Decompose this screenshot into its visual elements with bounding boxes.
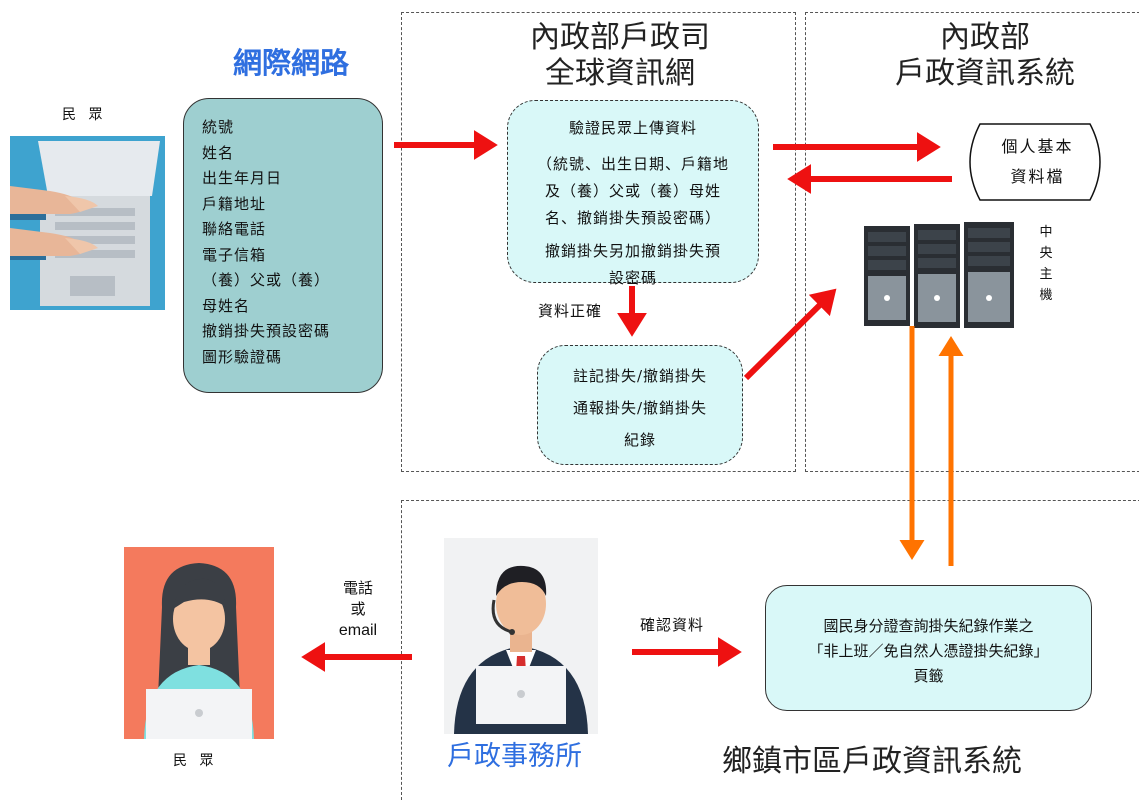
contact-or: 或 [350, 601, 366, 618]
moi-gov-title-line2: 全球資訊網 [545, 57, 695, 90]
central-host-char-3: 主 [1039, 267, 1053, 282]
field-3: 出生年月日 [202, 169, 283, 187]
laptop-typing-illustration [10, 136, 165, 310]
field-9: 撤銷掛失預設密碼 [202, 322, 331, 340]
office-title: 戶政事務所 [447, 741, 582, 771]
field-6: 電子信箱 [202, 245, 267, 264]
verify-extra-2: 設密碼 [608, 269, 657, 287]
contact-email: email [338, 622, 378, 639]
verify-detail-1: （統號、出生日期、戶籍地 [536, 155, 729, 173]
moi-system-title: 內政部 戶政資訊系統 [860, 20, 1110, 92]
central-host-label: 中 央 主 機 [1036, 222, 1056, 306]
moi-system-region [805, 12, 1139, 472]
field-4: 戶籍地址 [202, 194, 267, 213]
verify-detail-3: 名、撤銷掛失預設密碼） [544, 209, 721, 227]
verify-extra-1: 撤銷掛失另加撤銷掛失預 [544, 242, 721, 260]
data-correct-label: 資料正確 [538, 302, 603, 320]
central-host-char-1: 中 [1039, 225, 1053, 240]
moi-system-title-line2: 戶政資訊系統 [895, 57, 1075, 90]
record-line-3: 紀錄 [623, 431, 656, 449]
verify-title: 驗證民眾上傳資料 [568, 119, 697, 137]
record-line-1: 註記掛失/撤銷掛失 [572, 367, 708, 385]
moi-gov-title: 內政部戶政司 全球資訊網 [500, 20, 740, 92]
moi-system-title-line1: 內政部 [940, 21, 1030, 54]
contact-method: 電話 或 email [323, 578, 393, 641]
page-tab-line2: 「非上班／免自然人憑證掛失紀錄」 [808, 642, 1049, 660]
local-system-title: 鄉鎮市區戶政資訊系統 [722, 745, 1022, 778]
central-host-char-4: 機 [1039, 288, 1053, 303]
confirm-label: 確認資料 [640, 616, 705, 634]
moi-gov-title-line1: 內政部戶政司 [530, 21, 710, 54]
verify-box: 驗證民眾上傳資料 （統號、出生日期、戶籍地 及（養）父或（養）母姓 名、撤銷掛失… [507, 100, 759, 287]
field-8: 母姓名 [202, 296, 251, 315]
local-office-region [401, 500, 1139, 800]
record-line-2: 通報掛失/撤銷掛失 [572, 399, 708, 417]
field-5: 聯絡電話 [202, 220, 267, 238]
field-7: （養）父或（養） [202, 271, 331, 289]
citizen-label-top: 民 眾 [62, 107, 107, 123]
page-tab-line1: 國民身分證查詢掛失紀錄作業之 [823, 617, 1034, 635]
field-10: 圖形驗證碼 [202, 347, 283, 366]
personal-data-file: 個人基本 資料檔 [955, 122, 1120, 202]
page-tab-line3: 頁籤 [913, 667, 944, 685]
moi-gov-region [401, 12, 796, 472]
citizen-woman-illustration [124, 547, 274, 739]
page-tab-box: 國民身分證查詢掛失紀錄作業之 「非上班／免自然人憑證掛失紀錄」 頁籤 [765, 585, 1092, 711]
field-2: 姓名 [202, 143, 235, 162]
field-1: 統號 [202, 118, 235, 136]
record-box: 註記掛失/撤銷掛失 通報掛失/撤銷掛失 紀錄 [537, 345, 743, 465]
citizen-label-bottom: 民 眾 [173, 753, 218, 769]
input-fields-box: 統號 姓名 出生年月日 戶籍地址 聯絡電話 電子信箱 （養）父或（養） 母姓名 … [183, 98, 383, 393]
server-icon [862, 220, 1017, 332]
office-staff-illustration [444, 538, 598, 734]
contact-phone: 電話 [342, 580, 373, 597]
verify-detail-2: 及（養）父或（養）母姓 [544, 182, 721, 200]
central-host-char-2: 央 [1039, 246, 1053, 261]
personal-file-line2: 資料檔 [1010, 167, 1065, 186]
personal-file-line1: 個人基本 [1001, 137, 1074, 156]
internet-title: 網際網路 [233, 48, 350, 80]
